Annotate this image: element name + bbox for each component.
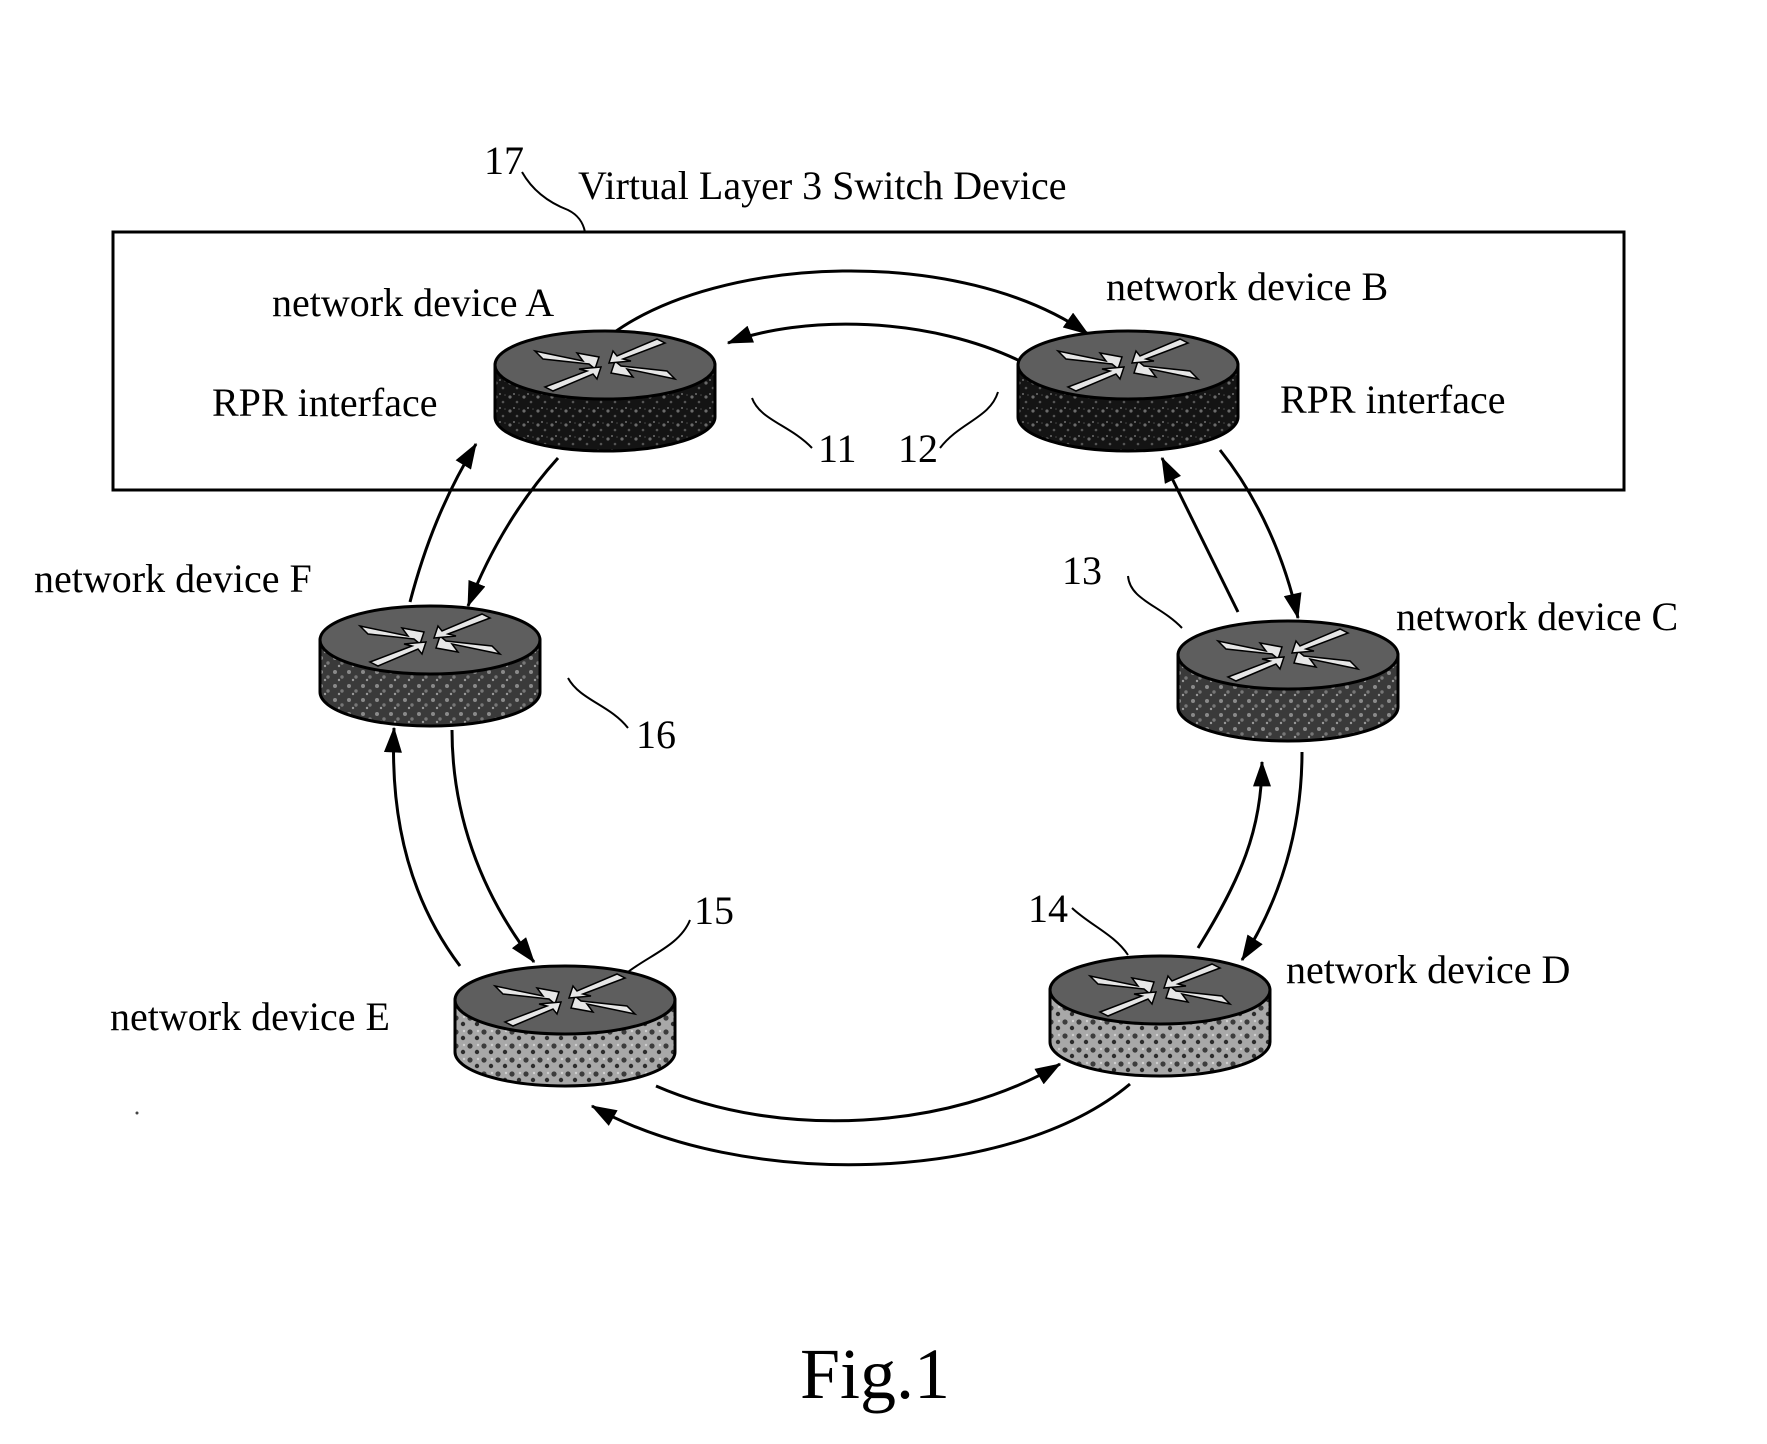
leader-13 bbox=[1128, 576, 1182, 628]
router-c-icon bbox=[1178, 621, 1398, 741]
device-e-label: network device E bbox=[110, 994, 390, 1039]
numeral-13: 13 bbox=[1062, 548, 1102, 593]
router-d-icon bbox=[1050, 956, 1270, 1076]
link-f-a bbox=[410, 444, 476, 602]
numeral-14: 14 bbox=[1028, 886, 1068, 931]
link-c-b bbox=[1162, 458, 1238, 612]
numeral-11: 11 bbox=[818, 426, 857, 471]
link-a-f bbox=[468, 458, 558, 606]
leader-15 bbox=[628, 920, 690, 972]
scan-dot bbox=[136, 1112, 139, 1115]
router-a-icon bbox=[495, 331, 715, 451]
link-c-d bbox=[1242, 752, 1302, 960]
numeral-17: 17 bbox=[484, 138, 524, 183]
link-f-e bbox=[452, 730, 534, 962]
device-a-label: network device A bbox=[272, 280, 554, 325]
device-b-label: network device B bbox=[1106, 264, 1388, 309]
leader-14 bbox=[1072, 908, 1128, 955]
link-b-c bbox=[1220, 450, 1298, 618]
link-b-a bbox=[728, 324, 1026, 364]
numeral-12: 12 bbox=[898, 426, 938, 471]
device-d-label: network device D bbox=[1286, 947, 1570, 992]
leader-16 bbox=[568, 678, 628, 728]
link-d-e bbox=[592, 1084, 1130, 1165]
switch-title: Virtual Layer 3 Switch Device bbox=[578, 163, 1067, 208]
leader-11 bbox=[752, 398, 812, 448]
link-e-d bbox=[656, 1064, 1060, 1121]
device-c-label: network device C bbox=[1396, 594, 1678, 639]
device-f-label: network device F bbox=[34, 556, 312, 601]
numeral-16: 16 bbox=[636, 712, 676, 757]
link-d-c bbox=[1198, 762, 1262, 948]
leader-17 bbox=[522, 172, 585, 232]
numeral-15: 15 bbox=[694, 888, 734, 933]
device-a-interface-label: RPR interface bbox=[212, 380, 438, 425]
router-f-icon bbox=[320, 606, 540, 726]
router-b-icon bbox=[1018, 331, 1238, 451]
link-e-f bbox=[394, 728, 460, 966]
figure-caption: Fig.1 bbox=[800, 1334, 950, 1414]
leader-12 bbox=[940, 392, 998, 448]
router-e-icon bbox=[455, 966, 675, 1086]
device-b-interface-label: RPR interface bbox=[1280, 377, 1506, 422]
